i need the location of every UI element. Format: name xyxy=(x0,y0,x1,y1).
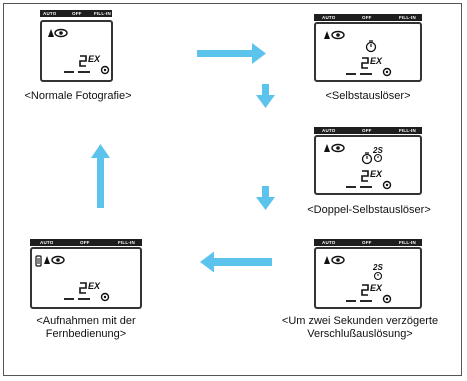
red-eye-icon xyxy=(54,28,68,38)
exposure-mark: EX xyxy=(370,169,383,179)
self-timer-icon xyxy=(361,152,373,165)
mode-off-label: OFF xyxy=(362,240,372,245)
mode-auto-label: AUTO xyxy=(322,240,336,245)
lcd-display: EX xyxy=(314,22,422,82)
mode-fill-in-label: FILL-IN xyxy=(94,11,111,16)
caption-two-second-delay-line1: <Um zwei Sekunden verzögerte xyxy=(281,315,439,327)
mode-bar: AUTO OFF FILL-IN xyxy=(314,127,422,134)
lcd-display: EX xyxy=(30,247,142,309)
exposure-mark: EX xyxy=(370,56,383,66)
mode-auto-label: AUTO xyxy=(322,128,336,133)
arrow-right-icon xyxy=(197,43,266,64)
flash-icon xyxy=(324,144,330,152)
caption-remote: <Aufnahmen mit der Fernbedienung> xyxy=(16,315,156,341)
remote-control-icon xyxy=(35,255,42,267)
exposure-counter: EX xyxy=(346,283,392,304)
flash-icon xyxy=(324,31,330,39)
diagram-frame xyxy=(3,3,462,376)
red-eye-icon xyxy=(51,255,65,265)
red-eye-icon xyxy=(331,255,345,265)
mode-bar: AUTO OFF FILL-IN xyxy=(30,239,142,246)
red-eye-icon xyxy=(331,143,345,153)
exposure-counter: EX xyxy=(346,56,392,77)
caption-two-second-delay-line2: Verschlußauslösung> xyxy=(307,328,413,340)
mode-bar: AUTO OFF FILL-IN xyxy=(40,10,112,17)
self-timer-digits: 2S xyxy=(372,263,383,272)
mode-bar: AUTO OFF FILL-IN xyxy=(314,14,422,21)
flash-icon xyxy=(48,29,54,37)
flash-icon xyxy=(44,256,50,264)
caption-self-timer: <Selbstauslöser> xyxy=(325,90,411,102)
caption-normal: <Normale Fotografie> xyxy=(24,90,132,102)
arrow-down-icon xyxy=(256,186,275,210)
exposure-counter: EX xyxy=(64,281,110,302)
arrow-up-icon xyxy=(91,144,110,208)
exposure-mark: EX xyxy=(370,283,383,293)
self-timer-2s-icon: 2S xyxy=(372,146,383,163)
exposure-counter: EX xyxy=(64,54,110,75)
flash-icon xyxy=(324,256,330,264)
mode-off-label: OFF xyxy=(362,15,372,20)
mode-auto-label: AUTO xyxy=(40,240,54,245)
mode-auto-label: AUTO xyxy=(43,11,57,16)
caption-remote-line2: Fernbedienung> xyxy=(45,328,127,340)
red-eye-icon xyxy=(331,30,345,40)
arrow-down-icon xyxy=(256,84,275,108)
exposure-counter: EX xyxy=(346,169,392,190)
mode-auto-label: AUTO xyxy=(322,15,336,20)
mode-fill-in-label: FILL-IN xyxy=(399,15,416,20)
exposure-mark: EX xyxy=(88,54,101,64)
mode-fill-in-label: FILL-IN xyxy=(399,240,416,245)
mode-bar: AUTO OFF FILL-IN xyxy=(314,239,422,246)
arrow-left-icon xyxy=(200,251,272,273)
caption-remote-line1: <Aufnahmen mit der xyxy=(36,315,136,327)
self-timer-2s-icon: 2S xyxy=(372,263,383,281)
lcd-display: EX xyxy=(40,20,113,82)
mode-off-label: OFF xyxy=(72,11,82,16)
self-timer-digits: 2S xyxy=(372,146,383,155)
mode-fill-in-label: FILL-IN xyxy=(399,128,416,133)
lcd-display: 2S EX xyxy=(314,135,422,195)
caption-two-second-delay: <Um zwei Sekunden verzögerte Verschlußau… xyxy=(260,315,460,341)
lcd-display: 2S EX xyxy=(314,247,422,309)
caption-double-self-timer: <Doppel-Selbstauslöser> xyxy=(307,204,431,216)
exposure-mark: EX xyxy=(88,281,101,291)
self-timer-icon xyxy=(365,40,377,53)
mode-fill-in-label: FILL-IN xyxy=(118,240,135,245)
mode-off-label: OFF xyxy=(80,240,90,245)
mode-off-label: OFF xyxy=(362,128,372,133)
